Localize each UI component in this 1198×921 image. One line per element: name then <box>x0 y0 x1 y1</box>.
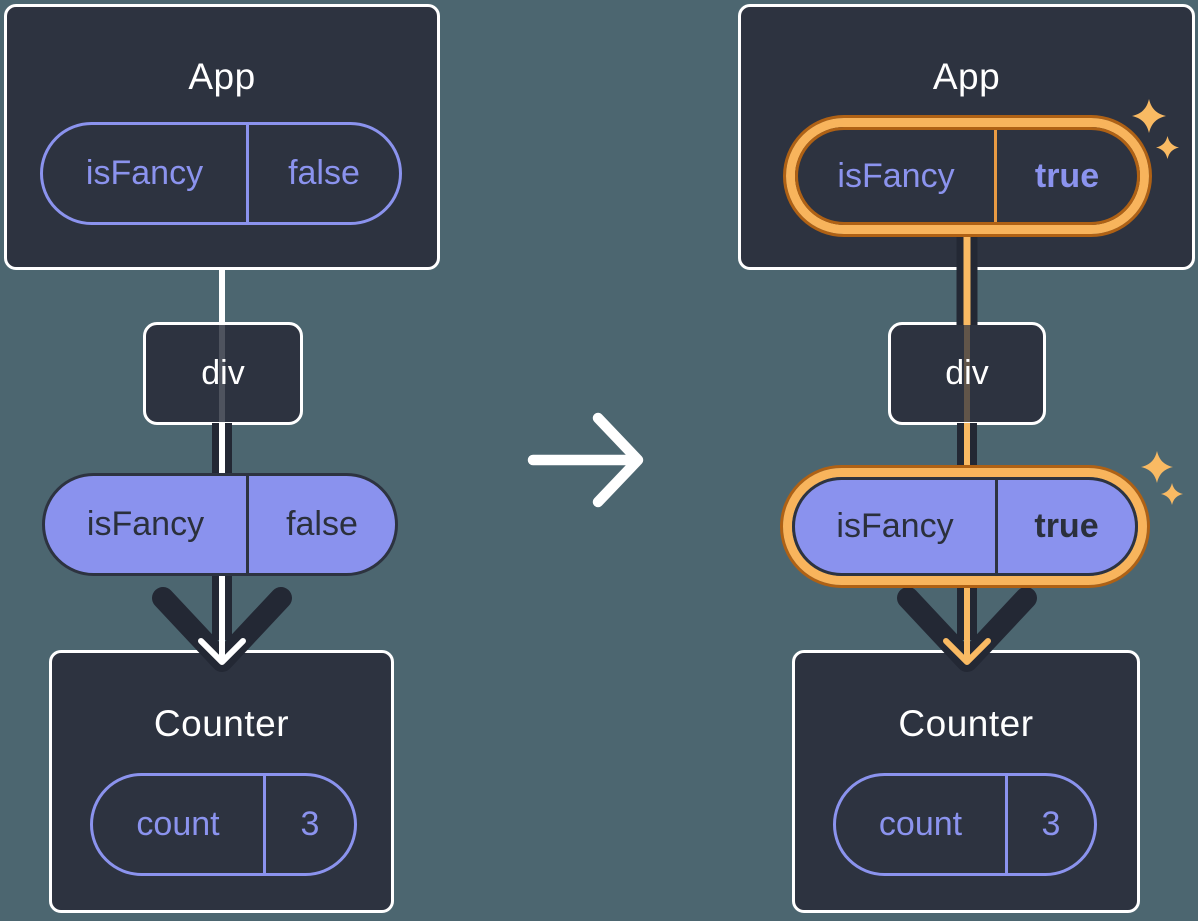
prop-name: isFancy <box>795 480 998 573</box>
sparkle-icon <box>1161 483 1183 505</box>
prop-pill: isFancy true <box>792 477 1138 576</box>
app-state-pill: isFancy true <box>795 127 1140 225</box>
counter-state-pill: count 3 <box>90 773 357 876</box>
state-name: count <box>836 776 1008 873</box>
state-name: isFancy <box>43 125 249 222</box>
sparkle-icon <box>1141 451 1173 483</box>
highlight-ring-band: isFancy true <box>783 468 1147 585</box>
state-name: isFancy <box>798 130 997 222</box>
state-value: 3 <box>300 805 320 843</box>
render-arrow-orange-head <box>943 638 991 665</box>
app-title: App <box>932 56 1001 97</box>
highlight-ring: isFancy true <box>780 465 1150 588</box>
prop-pass-stripe <box>219 325 225 422</box>
div-label: div <box>201 354 245 392</box>
app-title: App <box>188 56 256 97</box>
state-value: false <box>288 154 360 192</box>
div-label: div <box>945 354 989 392</box>
prop-name: isFancy <box>45 476 249 573</box>
render-arrow-white-head <box>198 638 246 665</box>
prop-value: true <box>1034 507 1099 545</box>
prop-pass-stripe <box>964 325 970 422</box>
tree-connector-line <box>219 270 225 324</box>
sparkle-icon <box>1156 136 1179 159</box>
div-box: div <box>888 322 1046 425</box>
counter-title: Counter <box>153 703 290 744</box>
state-pass-connector <box>956 237 978 325</box>
prop-value: false <box>286 505 358 543</box>
state-name: count <box>93 776 266 873</box>
transition-arrow-icon <box>527 412 644 508</box>
highlight-ring: isFancy true <box>783 115 1152 237</box>
counter-state-pill: count 3 <box>833 773 1097 876</box>
highlight-ring-band: isFancy true <box>786 118 1149 234</box>
sparkle-icon <box>1132 99 1166 133</box>
state-value: true <box>1034 156 1100 195</box>
state-value: 3 <box>1041 805 1061 843</box>
div-box: div <box>143 322 303 425</box>
counter-title: Counter <box>898 703 1034 744</box>
prop-pill: isFancy false <box>42 473 398 576</box>
app-state-pill: isFancy false <box>40 122 402 225</box>
